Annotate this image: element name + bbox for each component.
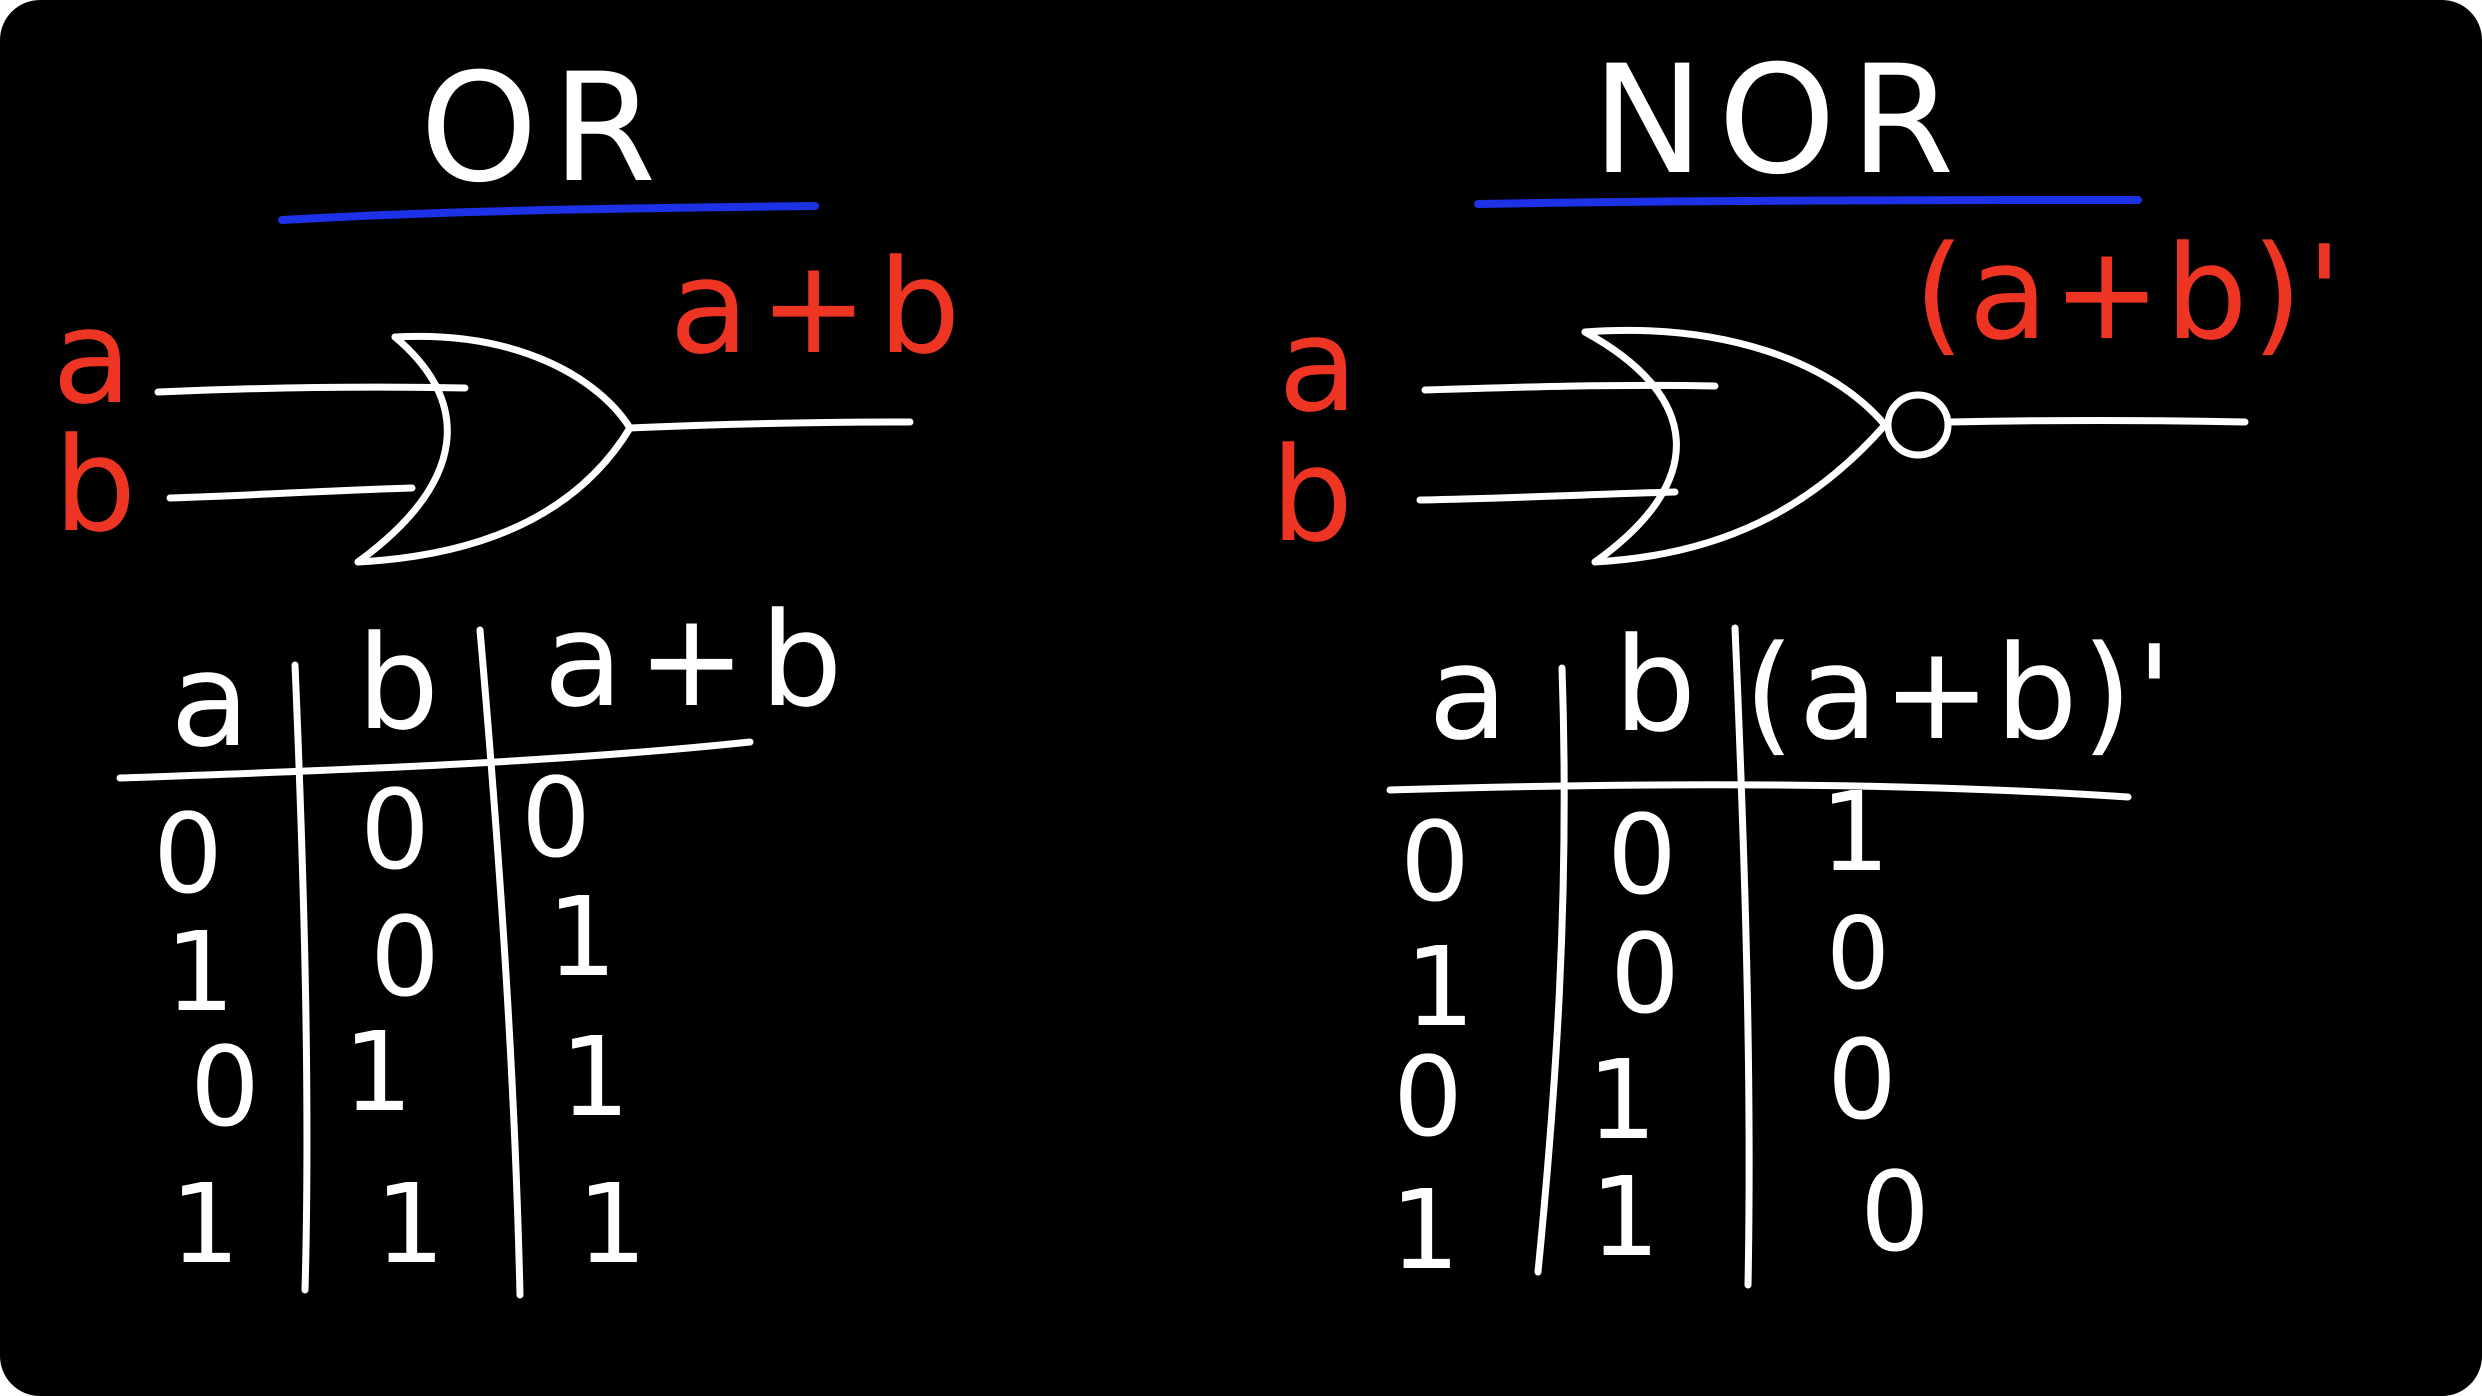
nor-row4-b: 1 bbox=[1590, 1153, 1660, 1281]
nor-table-column-divider-2 bbox=[1731, 624, 1753, 1289]
or-row4-a: 1 bbox=[170, 1160, 240, 1288]
nor-row3-out: 0 bbox=[1827, 1016, 1897, 1144]
nor-input-b-wire bbox=[1416, 488, 1679, 504]
or-row3-b: 1 bbox=[343, 1008, 413, 1136]
or-row3-out: 1 bbox=[560, 1013, 630, 1141]
nor-header-b: b bbox=[1614, 609, 1697, 761]
or-truth-table: a b a+b 0 0 0 1 0 1 0 1 bbox=[116, 584, 856, 1299]
or-row4-out: 1 bbox=[577, 1160, 647, 1288]
or-header-a: a bbox=[170, 624, 250, 776]
or-gate bbox=[154, 332, 914, 566]
nor-header-a: a bbox=[1428, 617, 1508, 769]
nor-input-b-label: b bbox=[1271, 419, 1354, 571]
or-row2-out: 1 bbox=[547, 873, 617, 1001]
nor-row1-out: 1 bbox=[1820, 768, 1890, 896]
or-row4-b: 1 bbox=[375, 1160, 445, 1288]
nor-header-output: (a+b)' bbox=[1744, 617, 2176, 769]
nor-gate bbox=[1416, 326, 2249, 566]
or-row2-b: 0 bbox=[370, 893, 440, 1021]
table-row: 0 0 1 bbox=[1400, 768, 1890, 926]
or-panel: OR a b a+b a b a+b bbox=[52, 42, 970, 1299]
nor-table-column-divider-1 bbox=[1534, 664, 1568, 1276]
or-row1-a: 0 bbox=[153, 790, 223, 918]
or-title-underline bbox=[278, 202, 819, 224]
or-row2-a: 1 bbox=[165, 908, 235, 1036]
nor-input-a-wire bbox=[1421, 381, 1719, 394]
nor-row2-b: 0 bbox=[1610, 910, 1680, 1038]
or-input-a-wire bbox=[154, 383, 469, 396]
nor-truth-table: a b (a+b)' 0 0 1 1 0 0 0 1 bbox=[1386, 609, 2176, 1294]
or-table-column-divider-2 bbox=[476, 626, 524, 1299]
table-row: 0 1 1 bbox=[190, 1008, 630, 1151]
or-output-wire bbox=[626, 418, 914, 432]
or-row1-out: 0 bbox=[521, 754, 591, 882]
nor-row2-out: 0 bbox=[1826, 895, 1890, 1012]
or-title: OR bbox=[420, 42, 670, 216]
nor-gate-back-curve bbox=[1581, 328, 1680, 566]
or-header-output: a+b bbox=[543, 584, 856, 736]
table-row: 0 0 0 bbox=[153, 754, 591, 918]
or-input-a-label: a bbox=[52, 281, 132, 433]
table-row: 1 0 0 bbox=[1405, 895, 1890, 1051]
nor-inversion-bubble bbox=[1884, 391, 1952, 459]
or-row1-b: 0 bbox=[360, 766, 430, 894]
nor-output-wire bbox=[1946, 417, 2249, 426]
or-input-b-wire bbox=[166, 484, 416, 502]
or-gate-back-curve bbox=[354, 333, 451, 566]
nor-row3-b: 1 bbox=[1587, 1036, 1657, 1164]
or-row3-a: 0 bbox=[190, 1023, 260, 1151]
or-table-column-divider-1 bbox=[291, 661, 311, 1294]
table-row: 1 1 1 bbox=[170, 1160, 647, 1288]
nor-output-label: (a+b)' bbox=[1914, 217, 2346, 369]
nor-row4-out: 0 bbox=[1860, 1148, 1930, 1276]
or-header-b: b bbox=[357, 607, 440, 759]
or-input-b-label: b bbox=[54, 409, 137, 561]
nor-row1-b: 0 bbox=[1607, 791, 1677, 919]
nor-row2-a: 1 bbox=[1405, 923, 1475, 1051]
nor-input-a-label: a bbox=[1278, 289, 1358, 441]
nor-panel: NOR a b (a+b)' a bbox=[1271, 34, 2346, 1294]
or-table-header-line bbox=[116, 738, 754, 782]
nor-title-underline bbox=[1474, 196, 2142, 208]
nor-table-header-line bbox=[1386, 781, 2132, 801]
table-row: 1 0 1 bbox=[165, 873, 617, 1036]
nor-row4-a: 1 bbox=[1390, 1166, 1460, 1294]
nor-title: NOR bbox=[1592, 34, 1969, 208]
table-row: 1 1 0 bbox=[1390, 1148, 1930, 1294]
table-row: 0 1 0 bbox=[1393, 1016, 1897, 1164]
nor-row1-a: 0 bbox=[1400, 798, 1470, 926]
nor-row3-a: 0 bbox=[1393, 1033, 1463, 1161]
or-output-label: a+b bbox=[669, 231, 970, 383]
